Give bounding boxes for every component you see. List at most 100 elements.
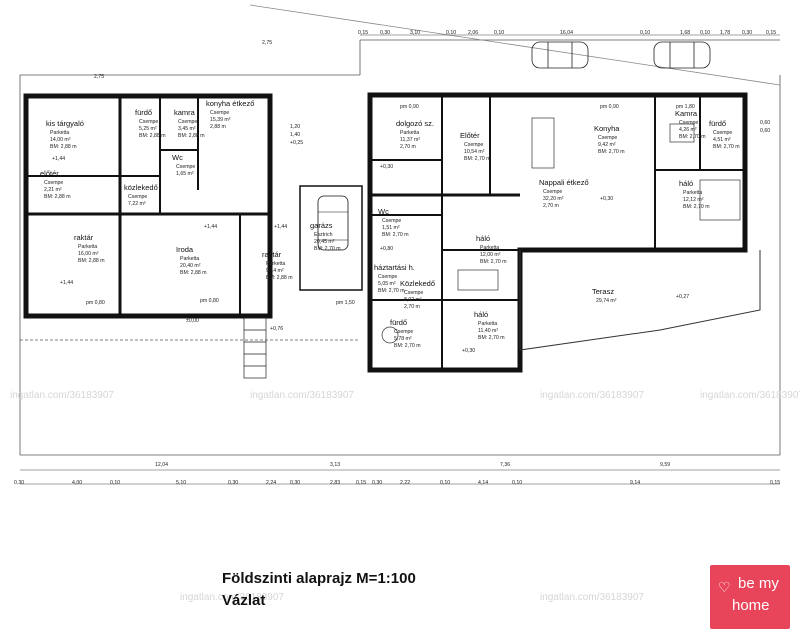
room-info: Parketta [50,130,69,136]
room-info: Csempe [178,119,197,125]
room-info: Csempe [464,142,483,148]
room-info: Csempe [378,274,397,280]
top-dimension: 0,10 [494,30,504,36]
watermark-text: ingatlan.com/36183907 [180,592,284,603]
room-info: BM: 2,70 m [464,156,491,162]
level-label: pm 0,80 [200,298,219,304]
level-label: +0,76 [270,326,283,332]
bottom-dimension: 7,36 [500,462,510,468]
room-info: BM: 2,70 m [478,335,505,341]
room-name: kamra [174,108,196,117]
room-info: BM: 2,70 m [713,144,740,150]
room-info: Csempe [176,164,195,170]
room-info: Csempe [394,329,413,335]
room-name: raktár [262,250,282,259]
room-name: Wc [378,207,389,216]
room-info: Parketta [266,261,285,267]
room-info: BM: 2,88 m [44,194,71,200]
site-boundary [19,4,781,456]
bottom-dimension: 5,10 [176,480,186,486]
top-dimension: 0,30 [742,30,752,36]
room-name: előtér [40,169,59,178]
room-info: BM: 2,70 m [314,246,341,252]
bottom-dimension: 4,14 [478,480,488,486]
level-label: 1,40 [290,132,300,138]
room-info: BM: 2,88 m [180,270,207,276]
room-name: fürdő [390,318,407,327]
level-label: ±0,00 [186,318,199,324]
level-label: 1,20 [290,124,300,130]
room-info: Csempe [598,135,617,141]
bottom-dimension: 3,13 [330,462,340,468]
room-name: Wc [172,153,183,162]
room-info: 9,42 m² [598,142,616,148]
room-name: közlekedő [124,183,158,192]
level-label: +1,44 [274,224,287,230]
level-label: pm 1,80 [676,104,695,110]
room-name: háló [474,310,488,319]
room-info: 1,65 m² [176,171,194,177]
entrance-steps [243,317,267,379]
top-dimension: 0,10 [640,30,650,36]
watermark-text: ingatlan.com/36183907 [700,390,800,401]
room-info: 32,20 m² [543,196,564,202]
room-info: 14,00 m² [50,137,71,143]
room-info: 29,74 m² [596,298,617,304]
room-info: BM: 2,70 m [378,288,405,294]
room-info: 5,05 m² [378,281,396,287]
room-info: BM: 2,70 m [679,134,706,140]
top-dimension: 1,68 [680,30,690,36]
top-dimension: 3,10 [410,30,420,36]
room-name: Konyha [594,124,620,133]
room-info: Parketta [78,244,97,250]
room-name: Nappali étkező [539,178,589,187]
right-building-walls [367,92,748,373]
top-dimension: 0,10 [700,30,710,36]
room-info: 4,26 m² [679,127,697,133]
room-info: Csempe [679,120,698,126]
top-dimension: 1,78 [720,30,730,36]
room-info: 15,39 m² [210,117,231,123]
room-info: 16,00 m² [78,251,99,257]
bottom-dimension: 9,59 [660,462,670,468]
bottom-dimension: 9,14 [630,480,640,486]
room-info: 2,70 m [400,144,416,150]
plan-subtitle: Vázlat [222,592,266,609]
room-info: 20,45 m² [314,239,335,245]
bottom-dimension: 0,15 [356,480,366,486]
room-info: 4,51 m² [713,137,731,143]
room-info: 12,12 m² [683,197,704,203]
level-label: +1,44 [52,156,65,162]
room-info: 5,78 m² [394,336,412,342]
room-info: Csempe [382,218,401,224]
room-info: Csempe [713,130,732,136]
room-info: 3,45 m² [178,126,196,132]
room-info: 11,40 m² [478,328,498,334]
room-info: 1,51 m² [382,225,400,231]
level-label: 2,75 [94,74,104,80]
room-info: BM: 2,88 m [78,258,105,264]
room-info: 9,14 m² [266,268,284,274]
level-label: pm 0,90 [400,104,419,110]
watermark-text: ingatlan.com/36183907 [540,390,644,401]
bottom-dimension: 0,30 [14,480,24,486]
bottom-dimension: 0,10 [110,480,120,486]
room-name: Közlekedő [400,279,435,288]
watermark-text: ingatlan.com/36183907 [10,390,114,401]
top-dimension: 2,06 [468,30,478,36]
room-info: BM: 2,88 m [50,144,77,150]
